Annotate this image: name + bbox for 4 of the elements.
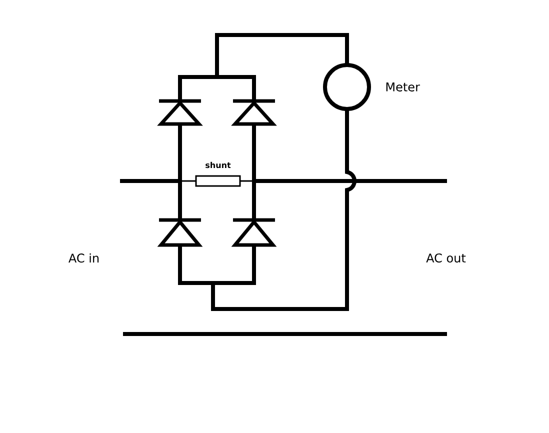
terminal-label: AC in [68,253,99,263]
terminal-label: AC out [426,253,466,263]
shunt-label: shunt [206,162,231,168]
meter-label: Meter [386,82,420,92]
